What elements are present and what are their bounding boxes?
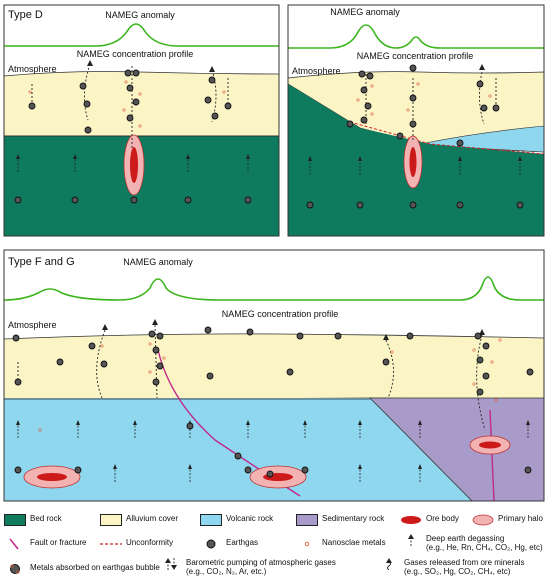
legend-label-bedrock: Bed rock bbox=[30, 514, 62, 523]
degassing-arrows-e bbox=[309, 160, 521, 175]
absorbed-metal-bubble-icon bbox=[10, 564, 20, 574]
anomaly-label-fg: NAMEG anomaly bbox=[123, 257, 193, 267]
profile-label-e: NAMEG concentration profile bbox=[357, 51, 474, 61]
alluvium-swatch bbox=[100, 514, 122, 526]
anomaly-curve-d bbox=[4, 23, 279, 47]
unconformity-e bbox=[349, 121, 544, 155]
profile-label-fg: NAMEG concentration profile bbox=[222, 309, 339, 319]
nanoscale-metal-icon bbox=[304, 541, 310, 547]
ore-body-e bbox=[409, 147, 417, 177]
degassing-arrows-d bbox=[17, 158, 249, 172]
legend-label-nanoscale: Nanosclae metals bbox=[322, 538, 386, 547]
legend-label-volcanic: Volcanic rock bbox=[226, 514, 274, 523]
deep-degassing-icon bbox=[408, 534, 414, 546]
earthgas-bubbles-e bbox=[306, 64, 524, 209]
legend-item-unconformity: Unconformity bbox=[100, 538, 173, 550]
legend-label-halo: Primary halo bbox=[498, 514, 543, 523]
ore-body-d bbox=[130, 147, 138, 183]
anomaly-curve-e bbox=[288, 24, 544, 49]
legend-item-fault: Fault or fracture bbox=[4, 538, 86, 550]
atmosphere-label-fg: Atmosphere bbox=[8, 320, 57, 330]
earthgas-icon bbox=[206, 539, 216, 549]
legend-item-earthgas: Earthgas bbox=[200, 538, 258, 550]
earthgas-bubbles-d bbox=[14, 69, 252, 204]
ore-body-fg-3 bbox=[479, 441, 501, 449]
degassing-heads-fg bbox=[16, 319, 530, 469]
alluvium-layer-d bbox=[4, 71, 279, 137]
volcanic-layer-e bbox=[419, 125, 544, 153]
unconformity-icon bbox=[100, 543, 122, 545]
legend-label-alluvium: Alluvium cover bbox=[126, 514, 179, 523]
legend-item-deep: Deep earth degassing (e.g., He, Rn, CH₄,… bbox=[400, 534, 543, 552]
legend-label-absorbed: Metals absorbed on earthgas bubble bbox=[30, 563, 160, 572]
nanoscale-metals-fg bbox=[38, 338, 502, 432]
gas-paths-e bbox=[365, 71, 497, 140]
atmosphere-label-d: Atmosphere bbox=[8, 64, 57, 74]
legend-item-halo: Primary halo bbox=[472, 514, 543, 526]
legend-label-barometric: Barometric pumping of atmospheric gases … bbox=[186, 558, 336, 576]
anomaly-curve-fg bbox=[4, 276, 544, 301]
alluvium-layer-fg bbox=[4, 333, 544, 401]
barometric-pumping-icon bbox=[165, 558, 177, 570]
fault-icon bbox=[9, 538, 19, 550]
nanoscale-metals-d bbox=[28, 80, 226, 128]
panel-label-d: Type D bbox=[8, 9, 43, 21]
legend-label-sedimentary: Sedimentary rock bbox=[322, 514, 385, 523]
ore-body-fg-1 bbox=[37, 473, 67, 481]
legend-item-volcanic: Volcanic rock bbox=[200, 514, 273, 526]
legend-item-barometric: Barometric pumping of atmospheric gases … bbox=[160, 558, 336, 576]
legend-item-released: Gases released from ore minerals (e.g., … bbox=[378, 558, 525, 576]
anomaly-label-e: NAMEG anomaly bbox=[330, 7, 400, 17]
legend-item-nanoscale: Nanosclae metals bbox=[296, 538, 386, 550]
legend-label-unconformity: Unconformity bbox=[126, 538, 174, 547]
legend-label-released: Gases released from ore minerals (e.g., … bbox=[404, 558, 525, 576]
panel-type-fg: Type F and G NAMEG anomaly NAMEG concent… bbox=[4, 250, 544, 501]
gas-paths-fg bbox=[17, 324, 486, 431]
primary-halo-icon bbox=[472, 514, 494, 526]
fault-fg-2 bbox=[489, 409, 495, 501]
legend-item-ore: Ore body bbox=[400, 514, 459, 526]
degassing-arrows-fg bbox=[17, 424, 529, 482]
earthgas-bubbles-fg bbox=[12, 326, 534, 478]
legend: Bed rock Alluvium cover Volcanic rock Se… bbox=[0, 505, 550, 582]
ore-gas-release-icon bbox=[386, 558, 392, 570]
legend-label-deep: Deep earth degassing (e.g., He, Rn, CH₄,… bbox=[426, 534, 543, 552]
panel-type-e: NAMEG anomaly NAMEG concentration profil… bbox=[288, 5, 544, 236]
legend-label-ore: Ore body bbox=[426, 514, 459, 523]
degassing-heads-d bbox=[16, 60, 250, 159]
anomaly-label-d: NAMEG anomaly bbox=[105, 10, 175, 20]
degassing-heads-e bbox=[308, 64, 522, 161]
sedimentary-swatch bbox=[296, 514, 318, 526]
figure-canvas: Type D NAMEG anomaly NAMEG concentration… bbox=[3, 4, 545, 502]
atmosphere-label-e: Atmosphere bbox=[292, 66, 341, 76]
volcanic-swatch bbox=[200, 514, 222, 526]
legend-item-absorbed: Metals absorbed on earthgas bubble bbox=[4, 563, 160, 575]
legend-label-fault: Fault or fracture bbox=[30, 538, 87, 547]
panel-label-fg: Type F and G bbox=[8, 256, 75, 268]
panel-type-d: Type D NAMEG anomaly NAMEG concentration… bbox=[4, 5, 279, 236]
legend-label-earthgas: Earthgas bbox=[226, 538, 259, 547]
legend-item-alluvium: Alluvium cover bbox=[100, 514, 178, 526]
nanoscale-metals-e bbox=[356, 82, 492, 116]
legend-item-bedrock: Bed rock bbox=[4, 514, 62, 526]
legend-item-sedimentary: Sedimentary rock bbox=[296, 514, 384, 526]
profile-label-d: NAMEG concentration profile bbox=[77, 49, 194, 59]
ore-body-icon bbox=[401, 516, 421, 524]
bedrock-swatch bbox=[4, 514, 26, 526]
sedimentary-layer-fg bbox=[369, 397, 544, 501]
